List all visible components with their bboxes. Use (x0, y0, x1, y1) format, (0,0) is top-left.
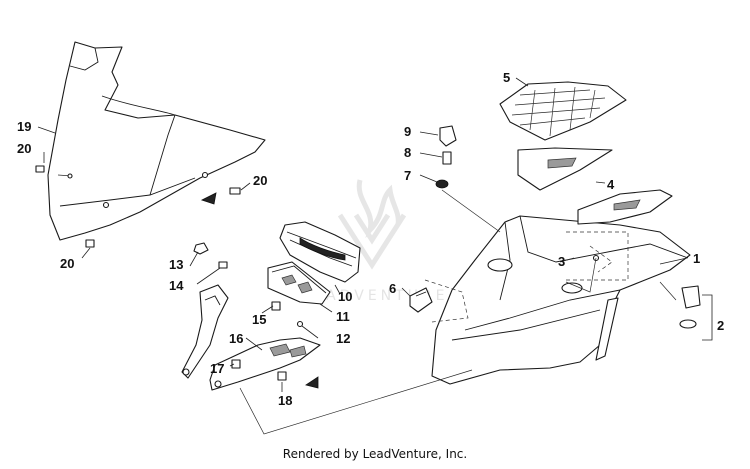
callout-20-left: 20 (17, 141, 31, 156)
callout-4: 4 (607, 177, 615, 192)
render-credit: Rendered by LeadVenture, Inc. (282, 447, 468, 461)
callout-2: 2 (717, 318, 724, 333)
hardware (189, 242, 319, 392)
callout-15: 15 (252, 312, 266, 327)
vent-panels (517, 147, 673, 225)
watermark-logo: LEADVENTURE (301, 179, 448, 304)
callout-8: 8 (404, 145, 411, 160)
washer-14 (218, 261, 228, 269)
callout-1: 1 (693, 251, 700, 266)
windshield-screws (35, 126, 251, 259)
storage-net (499, 77, 627, 141)
screw-18 (277, 371, 287, 381)
callout-3: 3 (558, 254, 565, 269)
screw-15 (271, 301, 281, 311)
power-port (679, 285, 713, 341)
callout-5: 5 (503, 70, 510, 85)
callout-6: 6 (389, 281, 396, 296)
front-arrow-icon-2 (305, 376, 319, 389)
callout-9: 9 (404, 124, 411, 139)
callout-labels: 1 2 3 4 5 6 7 8 9 10 11 12 13 14 15 16 1… (17, 70, 724, 408)
callout-10: 10 (338, 289, 352, 304)
front-arrow-icon (200, 192, 217, 205)
mount-bracket-lower (209, 337, 321, 391)
callout-20-right: 20 (253, 173, 267, 188)
mount-bracket-upper (181, 284, 229, 379)
callout-14: 14 (169, 278, 184, 293)
callout-20-bottom: 20 (60, 256, 74, 271)
callout-13: 13 (169, 257, 183, 272)
windshield (47, 41, 266, 241)
callout-19: 19 (17, 119, 31, 134)
bolt-8 (442, 151, 452, 165)
grommet-7 (435, 179, 449, 189)
gauge-housing (279, 221, 361, 295)
callout-11: 11 (336, 309, 350, 324)
gauge-bracket (267, 261, 333, 313)
callout-7: 7 (404, 168, 411, 183)
hood (431, 215, 691, 385)
callout-12: 12 (336, 331, 350, 346)
callout-18: 18 (278, 393, 292, 408)
watermark-text: LEADVENTURE (301, 288, 448, 304)
nut-13 (193, 242, 209, 255)
switch (401, 279, 469, 323)
cap-9 (439, 125, 457, 147)
callout-16: 16 (229, 331, 243, 346)
callout-17: 17 (210, 361, 224, 376)
washer-12 (296, 320, 304, 328)
guide-lines (239, 257, 677, 435)
filler-cap-parts (419, 125, 501, 233)
